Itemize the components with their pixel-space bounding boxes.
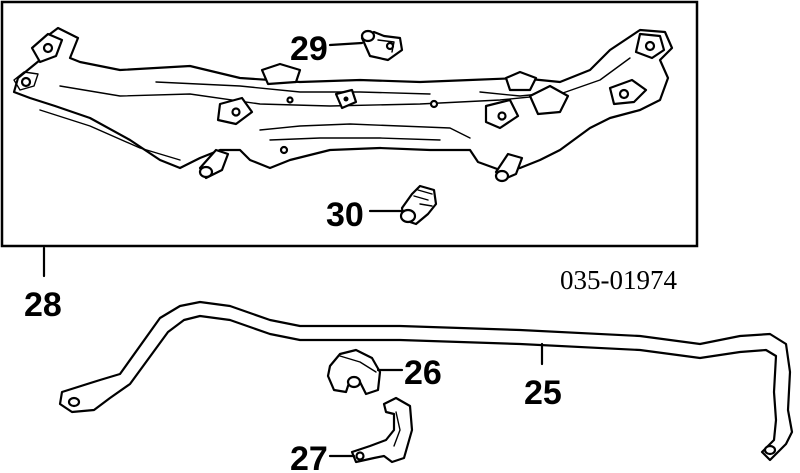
callout-30: 30 — [326, 196, 364, 234]
callout-29: 29 — [290, 30, 328, 68]
part-30-stud — [399, 184, 438, 226]
leader-29 — [328, 41, 364, 47]
part-29-bushing — [360, 29, 404, 62]
subframe-assembly-frame — [0, 0, 699, 248]
part-27-clamp — [350, 396, 414, 464]
callout-25: 25 — [524, 374, 562, 412]
subframe-crossmember — [12, 26, 674, 183]
callout-26: 26 — [404, 354, 442, 392]
diagram-part-number: 035-01974 — [560, 265, 677, 295]
part-26-bushing — [326, 348, 382, 396]
part-25-stabilizer-bar — [58, 300, 794, 462]
callout-28: 28 — [24, 286, 62, 324]
callout-27: 27 — [290, 440, 328, 473]
